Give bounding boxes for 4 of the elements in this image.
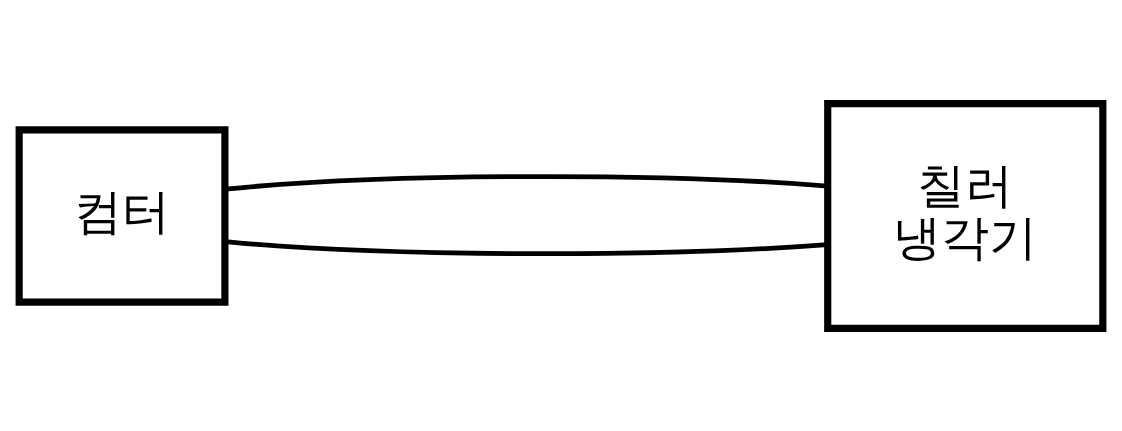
node-box: 컴터	[15, 125, 229, 306]
connector	[225, 238, 828, 256]
node-box: 칠러 냉각기	[824, 99, 1107, 332]
connector	[225, 173, 828, 192]
